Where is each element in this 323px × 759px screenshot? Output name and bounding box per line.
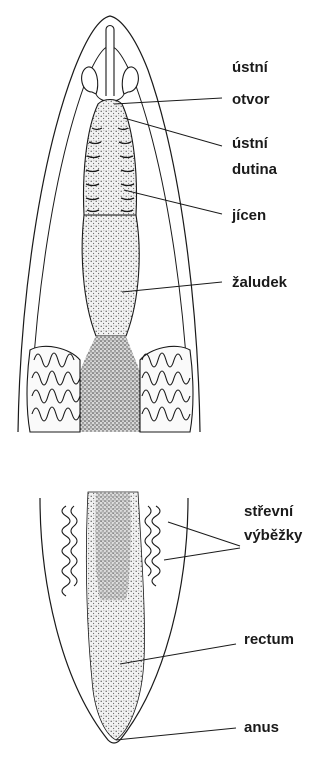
midgut-stem xyxy=(80,336,140,432)
label-mouth-opening-line2: otvor xyxy=(232,91,270,108)
label-intestinal-lobes-line2: výběžky xyxy=(244,527,303,544)
leader-anus xyxy=(116,728,236,740)
label-anus: anus xyxy=(244,719,279,736)
anterior-section xyxy=(18,16,200,432)
leader-mouth-opening xyxy=(114,98,222,104)
leader-pharynx xyxy=(124,190,222,214)
label-mouth-cavity-line2: dutina xyxy=(232,161,278,178)
intestinal-lobes-lower-left xyxy=(62,506,77,596)
leader-mouth-cavity xyxy=(124,118,222,146)
labels: ústní otvor ústní dutina jícen žaludek s… xyxy=(231,59,303,736)
label-pharynx: jícen xyxy=(231,207,266,224)
label-stomach: žaludek xyxy=(232,274,288,291)
label-mouth-opening-line1: ústní xyxy=(232,59,269,76)
intestinal-lobes-right xyxy=(140,346,193,432)
stomach-body xyxy=(82,215,139,336)
intestinal-lobes-left xyxy=(27,346,80,432)
label-mouth-cavity-line1: ústní xyxy=(232,135,269,152)
label-intestinal-lobes-line1: střevní xyxy=(244,503,294,520)
label-rectum: rectum xyxy=(244,631,294,648)
intestine-dense-core xyxy=(95,492,131,600)
intestinal-lobes-lower-right xyxy=(145,506,160,586)
posterior-section xyxy=(40,492,188,743)
leader-lobes-2 xyxy=(164,548,240,560)
oral-stylet xyxy=(106,26,114,97)
leader-lobes-1 xyxy=(168,522,240,546)
